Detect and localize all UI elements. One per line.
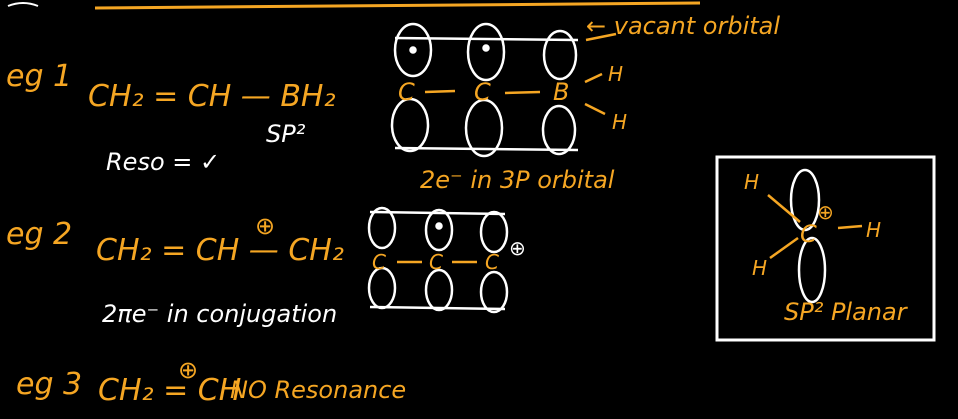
eg2-lobe-bottom-1 — [367, 266, 397, 310]
eg1-label: eg 1 — [6, 59, 73, 94]
eg2-orbital-charge: ⊕ — [509, 236, 526, 260]
eg2-positive-charge: ⊕ — [255, 212, 276, 240]
eg1-orbital-diagram — [390, 22, 579, 158]
eg1-b-h-lower: H — [612, 110, 628, 134]
eg2-formula: CH₂ = CH — CH₂ — [96, 233, 344, 268]
eg1-lobe-bottom-3 — [541, 104, 577, 156]
eg2-lobe-top-2 — [424, 208, 454, 252]
eg2-atom-3: C — [485, 250, 499, 274]
eg1-lobe-bottom-2 — [464, 98, 504, 158]
eg1-lobe-top-1 — [393, 22, 433, 78]
eg1-atom-1: C — [398, 78, 415, 106]
eg1-lobe-top-3 — [542, 29, 578, 81]
eg2-lobe-top-1 — [367, 206, 397, 250]
eg1-electrons-note: 2e⁻ in 3P orbital — [420, 166, 615, 194]
box-h-lower-left: H — [752, 256, 768, 280]
box-lobe-bottom — [797, 236, 827, 304]
eg3-formula: CH₂ = CH — [98, 373, 242, 408]
top-underline — [7, 1, 701, 10]
eg1-atom-3: B — [553, 78, 570, 106]
eg2-lobe-bottom-2 — [424, 268, 454, 312]
box-h-upper-left: H — [744, 170, 760, 194]
eg1-lobe-bottom-1 — [390, 97, 430, 153]
eg2-lobe-bottom-3 — [479, 270, 509, 314]
sp2-box-frame — [715, 155, 936, 342]
eg2-label: eg 2 — [6, 217, 73, 252]
eg2-atom-2: C — [429, 250, 443, 274]
box-center-atom: C — [800, 220, 817, 248]
box-h-right: H — [866, 218, 882, 242]
eg1-lobe-top-2 — [466, 22, 506, 82]
sp2-box-bonds — [767, 194, 863, 260]
eg1-b-h-upper: H — [608, 62, 624, 86]
eg1-vacant-orbital-note: ← vacant orbital — [586, 12, 781, 40]
eg1-formula: CH₂ = CH — BH₂ — [88, 79, 336, 114]
eg2-atom-1: C — [372, 250, 386, 274]
eg2-conjugation-note: 2πe⁻ in conjugation — [102, 300, 338, 328]
eg2-orbital-diagram — [367, 206, 509, 314]
box-caption: SP² Planar — [784, 298, 907, 326]
eg2-lobe-top-3 — [479, 210, 509, 254]
eg1-resonance-check: Reso = ✓ — [106, 148, 221, 176]
box-lobe-top — [789, 168, 821, 232]
eg3-no-resonance-note: NO Resonance — [230, 376, 407, 404]
eg1-bonds — [424, 32, 617, 116]
eg3-label: eg 3 — [16, 367, 83, 402]
box-positive-charge: ⊕ — [817, 200, 834, 224]
sp2-box-drawing — [789, 168, 827, 304]
eg3-positive-charge: ⊕ — [178, 356, 199, 384]
eg1-hybridization: SP² — [266, 120, 306, 148]
eg1-atom-2: C — [474, 78, 491, 106]
